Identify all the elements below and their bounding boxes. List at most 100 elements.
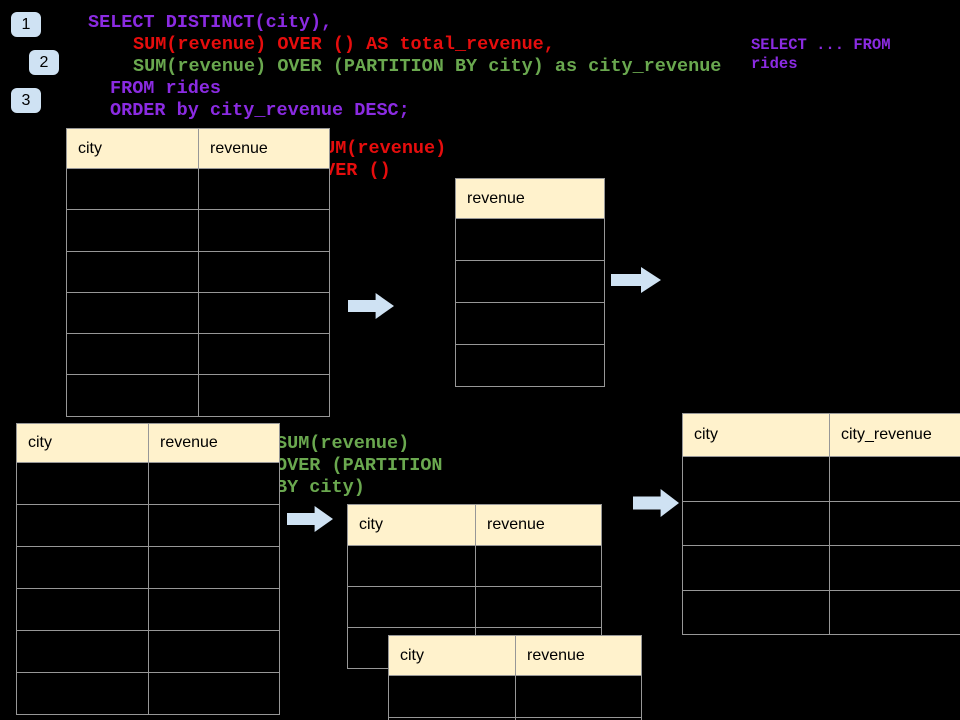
table-row bbox=[66, 333, 330, 376]
column-header: revenue bbox=[198, 128, 330, 169]
empty-cell bbox=[455, 260, 605, 303]
empty-cell bbox=[148, 504, 280, 547]
column-header: revenue bbox=[515, 635, 642, 676]
empty-cell bbox=[66, 374, 199, 417]
partition-label: BY city) bbox=[276, 477, 365, 498]
arrow-from-total-icon bbox=[611, 267, 661, 298]
empty-cell bbox=[66, 291, 199, 335]
empty-cell bbox=[198, 250, 330, 293]
table-row bbox=[347, 586, 602, 628]
empty-cell bbox=[829, 589, 960, 635]
table-row bbox=[66, 374, 330, 417]
column-header: city bbox=[388, 635, 516, 676]
partition-label: OVER (PARTITION bbox=[276, 455, 443, 476]
total-revenue-label: SUM(revenue) bbox=[313, 138, 447, 159]
empty-cell bbox=[682, 589, 830, 635]
table-row bbox=[682, 500, 960, 546]
step-badge-3: 3 bbox=[11, 88, 41, 113]
table-row bbox=[455, 260, 605, 303]
empty-cell bbox=[198, 333, 330, 376]
empty-cell bbox=[829, 545, 960, 591]
column-header: city bbox=[682, 413, 830, 457]
sql-code-line: ORDER by city_revenue DESC; bbox=[110, 100, 410, 121]
empty-cell bbox=[16, 672, 149, 715]
empty-cell bbox=[455, 344, 605, 387]
empty-cell bbox=[16, 462, 149, 505]
column-header: city_revenue bbox=[829, 413, 960, 457]
column-header: revenue bbox=[148, 423, 280, 463]
side-note-line: SELECT ... FROM bbox=[751, 36, 891, 54]
empty-cell bbox=[148, 630, 280, 673]
table-row bbox=[682, 589, 960, 635]
table-row bbox=[66, 250, 330, 293]
table-row bbox=[388, 717, 642, 720]
arrow-to-total-icon bbox=[348, 293, 394, 324]
total-revenue-table: revenue bbox=[455, 178, 605, 387]
sql-code-line: FROM rides bbox=[110, 78, 222, 99]
partition-label: SUM(revenue) bbox=[276, 433, 410, 454]
table-row bbox=[388, 675, 642, 718]
empty-cell bbox=[148, 546, 280, 589]
table-row bbox=[682, 456, 960, 502]
empty-cell bbox=[66, 250, 199, 293]
sql-code-line: SUM(revenue) OVER (PARTITION BY city) as… bbox=[133, 56, 722, 77]
empty-cell bbox=[347, 586, 476, 628]
sql-code-line: SUM(revenue) OVER () AS total_revenue, bbox=[133, 34, 555, 55]
empty-cell bbox=[455, 302, 605, 345]
empty-cell bbox=[16, 588, 149, 631]
empty-cell bbox=[198, 291, 330, 335]
table-row bbox=[455, 302, 605, 345]
column-header: city bbox=[66, 128, 199, 169]
empty-cell bbox=[66, 209, 199, 252]
table-row bbox=[16, 504, 280, 547]
empty-cell bbox=[198, 209, 330, 252]
table-row bbox=[347, 545, 602, 587]
table-row bbox=[16, 672, 280, 715]
empty-cell bbox=[16, 546, 149, 589]
column-header: revenue bbox=[455, 178, 605, 219]
empty-cell bbox=[198, 167, 330, 211]
table-row bbox=[66, 167, 330, 211]
table-row bbox=[16, 630, 280, 673]
arrow-to-partition-icon bbox=[287, 506, 333, 537]
table-row bbox=[66, 209, 330, 252]
step-badge-1: 1 bbox=[11, 12, 41, 37]
empty-cell bbox=[347, 545, 476, 587]
empty-cell bbox=[148, 462, 280, 505]
step-badge-2: 2 bbox=[29, 50, 59, 75]
empty-cell bbox=[148, 588, 280, 631]
empty-cell bbox=[148, 672, 280, 715]
empty-cell bbox=[682, 500, 830, 546]
empty-cell bbox=[16, 630, 149, 673]
table-row bbox=[455, 218, 605, 261]
empty-cell bbox=[475, 586, 602, 628]
table-row bbox=[455, 344, 605, 387]
empty-cell bbox=[682, 456, 830, 502]
arrow-to-result-icon bbox=[633, 489, 679, 522]
empty-cell bbox=[475, 545, 602, 587]
table-row bbox=[16, 462, 280, 505]
empty-cell bbox=[66, 333, 199, 376]
column-header: revenue bbox=[475, 504, 602, 546]
column-header: city bbox=[347, 504, 476, 546]
table-header-row: revenue bbox=[455, 178, 605, 219]
empty-cell bbox=[829, 500, 960, 546]
empty-cell bbox=[515, 675, 642, 718]
empty-cell bbox=[515, 717, 642, 720]
table-row bbox=[682, 545, 960, 591]
table-row bbox=[16, 588, 280, 631]
empty-cell bbox=[198, 374, 330, 417]
empty-cell bbox=[388, 675, 516, 718]
empty-cell bbox=[66, 167, 199, 211]
